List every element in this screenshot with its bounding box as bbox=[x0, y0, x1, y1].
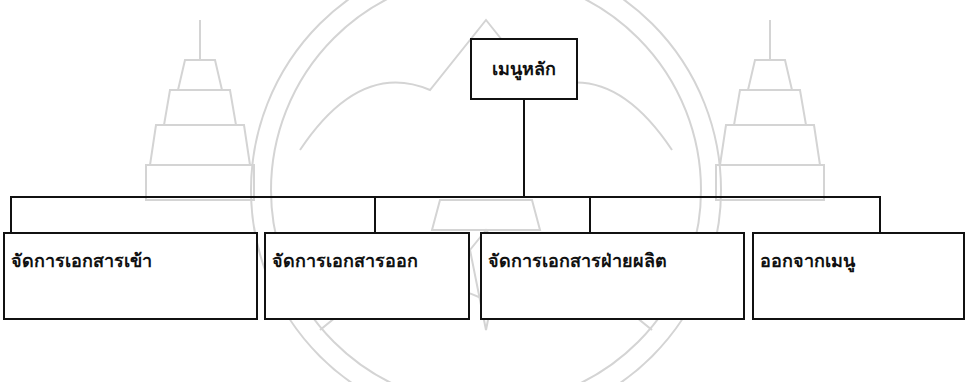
seal-ring bbox=[271, 0, 701, 382]
submenu-box: ออกจากเมนู bbox=[752, 232, 965, 320]
menu-label: จัดการเอกสารฝ่ายผลิต bbox=[488, 250, 667, 272]
menu-label: จัดการเอกสารออก bbox=[272, 250, 418, 272]
submenu-box: จัดการเอกสารฝ่ายผลิต bbox=[480, 232, 745, 320]
seal-ring bbox=[251, 0, 721, 382]
menu-label: เมนูหลัก bbox=[492, 58, 556, 80]
tree-connector bbox=[524, 100, 880, 232]
tree-connector bbox=[524, 100, 590, 232]
tree-connector bbox=[11, 100, 524, 232]
submenu-box: จัดการเอกสารออก bbox=[264, 232, 470, 320]
pagoda-right bbox=[716, 20, 824, 200]
menu-label: จัดการเอกสารเข้า bbox=[11, 250, 152, 272]
pagoda-left bbox=[146, 20, 254, 200]
submenu-box: จัดการเอกสารเข้า bbox=[3, 232, 258, 320]
menu-label: ออกจากเมนู bbox=[760, 250, 855, 272]
main-menu-box: เมนูหลัก bbox=[470, 38, 578, 100]
tree-connector bbox=[375, 100, 524, 232]
seal-flourish bbox=[300, 20, 672, 150]
